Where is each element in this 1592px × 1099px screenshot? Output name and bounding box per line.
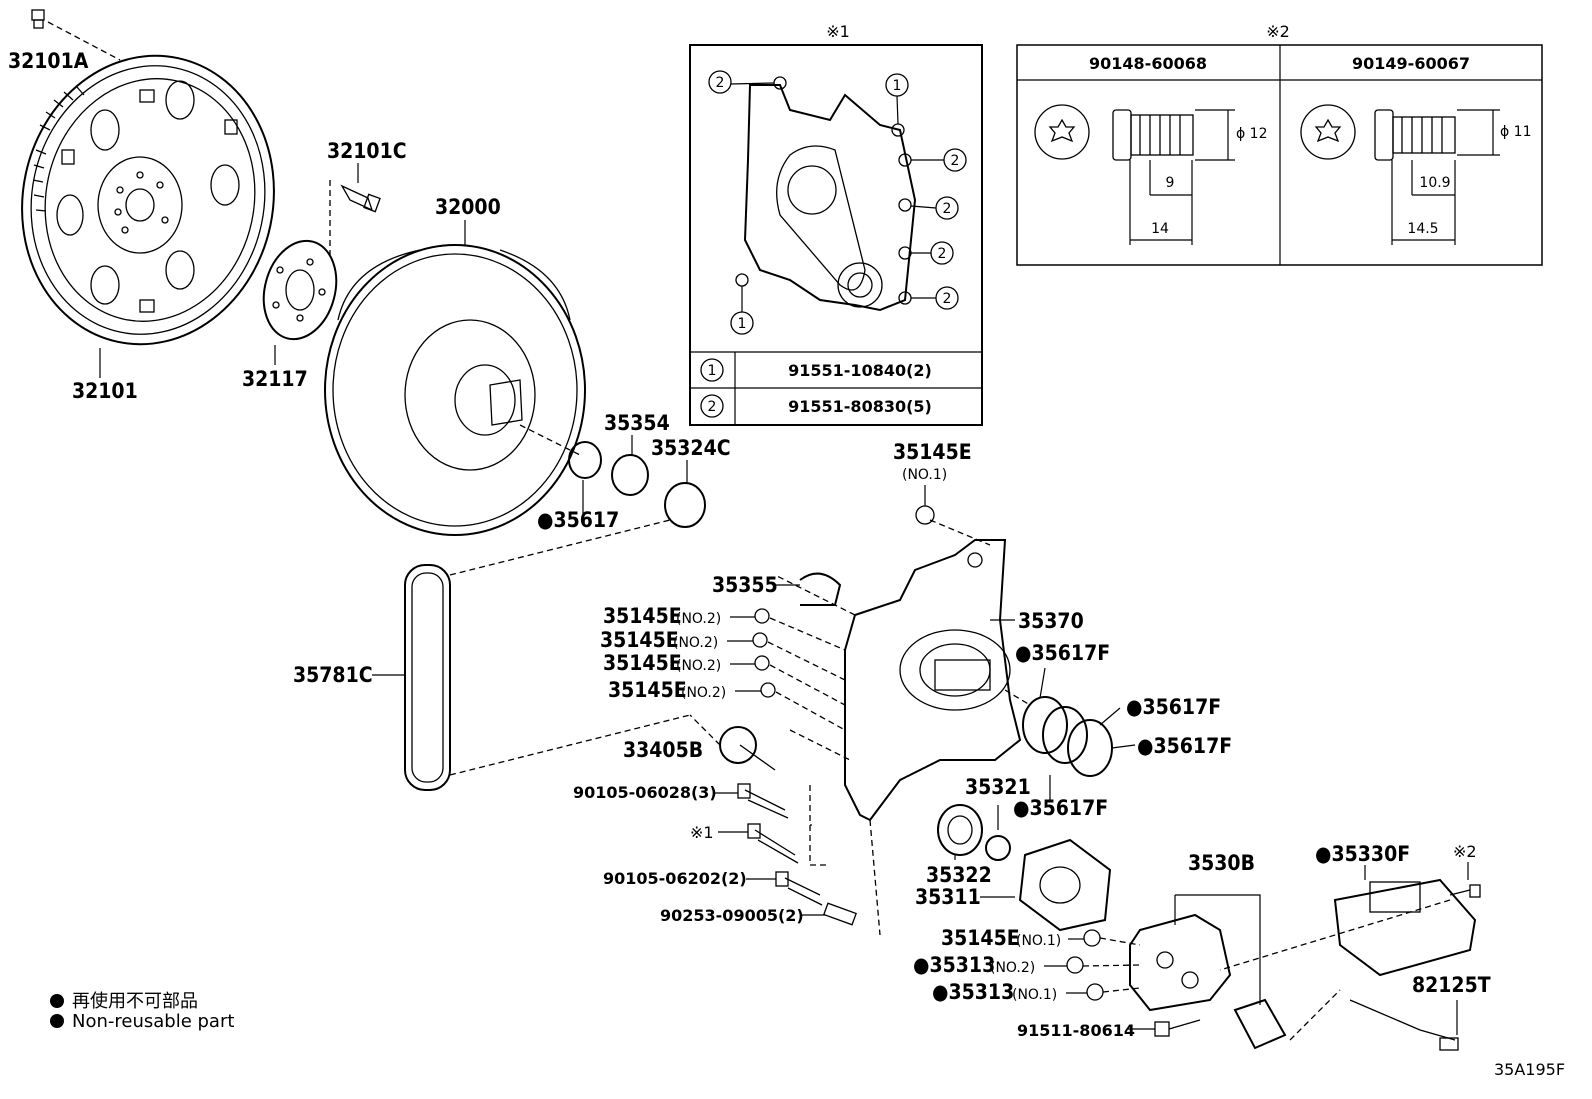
callout-1: 1 — [893, 78, 902, 94]
torque-converter-32000 — [324, 244, 586, 536]
label-35781c: 35781C — [293, 663, 373, 687]
drive-plate-32101 — [21, 54, 275, 346]
label-35355: 35355 — [712, 573, 778, 597]
valve-body-3530b — [1066, 894, 1287, 1050]
label-82125t: 82125T — [1412, 973, 1491, 997]
label-35145e-b1: 35145E — [941, 926, 1020, 950]
sprocket-33405b — [689, 714, 851, 771]
bolts-left — [737, 783, 881, 936]
bullet-icon — [50, 994, 64, 1008]
label-35145e-1: 35145E — [603, 604, 682, 628]
label-35313-b: ●35313 — [932, 980, 1014, 1004]
label-35311: 35311 — [915, 885, 981, 909]
label-90105-06028: 90105-06028(3) — [573, 783, 717, 802]
oil-filter-35330f — [1219, 865, 1481, 977]
inset2-title: ※2 — [1266, 22, 1290, 41]
label-33405b: 33405B — [623, 738, 703, 762]
label-32000: 32000 — [435, 195, 501, 219]
callout-2: 2 — [938, 246, 947, 262]
label-32117: 32117 — [242, 367, 308, 391]
part-labels: 32101A 32101C 32000 32101 32117 35354 35… — [8, 49, 1565, 1079]
bolt-32101c — [329, 180, 381, 255]
label-35145e-2: 35145E — [600, 628, 679, 652]
legend-jp: 再使用不可部品 — [50, 987, 198, 1013]
callout-1: 1 — [738, 316, 747, 332]
label-35617f-d: ●35617F — [1013, 796, 1108, 820]
plate-32117 — [262, 239, 338, 341]
label-35617: ●35617 — [537, 508, 619, 532]
inset2-dia-2: ϕ 11 — [1500, 124, 1532, 140]
label-32101a: 32101A — [8, 49, 89, 73]
inset2-len1-1: 9 — [1166, 175, 1175, 191]
label-no2-b2: (NO.2) — [990, 960, 1035, 976]
row1-num: 1 — [708, 363, 717, 379]
label-35145e-top: 35145E — [893, 440, 972, 464]
label-35145e-4: 35145E — [608, 678, 687, 702]
legend-jp-text: 再使用不可部品 — [72, 991, 198, 1012]
label-ref1: ※1 — [690, 823, 714, 842]
label-3530b: 3530B — [1188, 851, 1255, 875]
rings-group — [568, 435, 706, 528]
label-no2-4: (NO.2) — [681, 685, 726, 701]
row1-part: 91551-10840(2) — [788, 361, 932, 380]
rings-35617f — [1004, 667, 1136, 800]
inset2-part-2: 90149-60067 — [1352, 54, 1470, 73]
label-no1-b1: (NO.1) — [1016, 933, 1061, 949]
callout-2: 2 — [716, 75, 725, 91]
label-no2-3: (NO.2) — [676, 658, 721, 674]
nuts-35145e — [752, 505, 935, 731]
chain-35781c — [372, 519, 691, 791]
label-ref2: ※2 — [1453, 842, 1477, 861]
label-35617f-b: ●35617F — [1126, 695, 1221, 719]
label-35322: 35322 — [926, 863, 992, 887]
legend-en-text: Non-reusable part — [72, 1011, 235, 1032]
bullet-icon — [50, 1014, 64, 1028]
label-35313-a: ●35313 — [913, 953, 995, 977]
label-32101: 32101 — [72, 379, 138, 403]
inset2-len2-1: 14 — [1151, 221, 1169, 237]
inset2-dia-1: ϕ 12 — [1236, 126, 1268, 142]
label-35330f: ●35330F — [1315, 842, 1410, 866]
callout-2: 2 — [951, 153, 960, 169]
label-35324c: 35324C — [651, 436, 731, 460]
row2-num: 2 — [708, 399, 717, 415]
label-35321: 35321 — [965, 775, 1031, 799]
label-35370: 35370 — [1018, 609, 1084, 633]
label-no2-1: (NO.2) — [676, 611, 721, 627]
label-35354: 35354 — [604, 411, 670, 435]
diagram-code: 35A195F — [1494, 1060, 1565, 1079]
label-35145e-top-sub: (NO.1) — [902, 467, 947, 483]
sensor-82125t — [1289, 989, 1459, 1051]
pump-body-35370 — [774, 519, 1022, 822]
label-35145e-3: 35145E — [603, 651, 682, 675]
row2-part: 91551-80830(5) — [788, 397, 932, 416]
inset2-part-1: 90148-60068 — [1089, 54, 1207, 73]
label-90105-06202: 90105-06202(2) — [603, 869, 747, 888]
inset2-len1-2: 10.9 — [1419, 175, 1450, 191]
inset-2: 90148-60068 90149-60067 9 14 ϕ 12 10.9 1… — [1016, 44, 1543, 266]
callout-2: 2 — [943, 201, 952, 217]
inset-1: 2 1 2 2 2 2 1 1 91551-10840(2) 2 91551-8… — [689, 44, 983, 426]
label-35617f-a: ●35617F — [1015, 641, 1110, 665]
label-no1-b3: (NO.1) — [1012, 987, 1057, 1003]
inset1-title: ※1 — [826, 22, 850, 41]
inset2-len2-2: 14.5 — [1407, 221, 1438, 237]
label-90253-09005: 90253-09005(2) — [660, 906, 804, 925]
callout-2: 2 — [943, 291, 952, 307]
legend-en: Non-reusable part — [50, 1011, 234, 1032]
label-32101c: 32101C — [327, 139, 407, 163]
label-no2-2: (NO.2) — [673, 635, 718, 651]
pump-gears — [937, 804, 1112, 932]
label-91511-80614: 91511-80614 — [1017, 1021, 1135, 1040]
bolt-32101a — [31, 9, 121, 61]
label-35617f-c: ●35617F — [1137, 734, 1232, 758]
